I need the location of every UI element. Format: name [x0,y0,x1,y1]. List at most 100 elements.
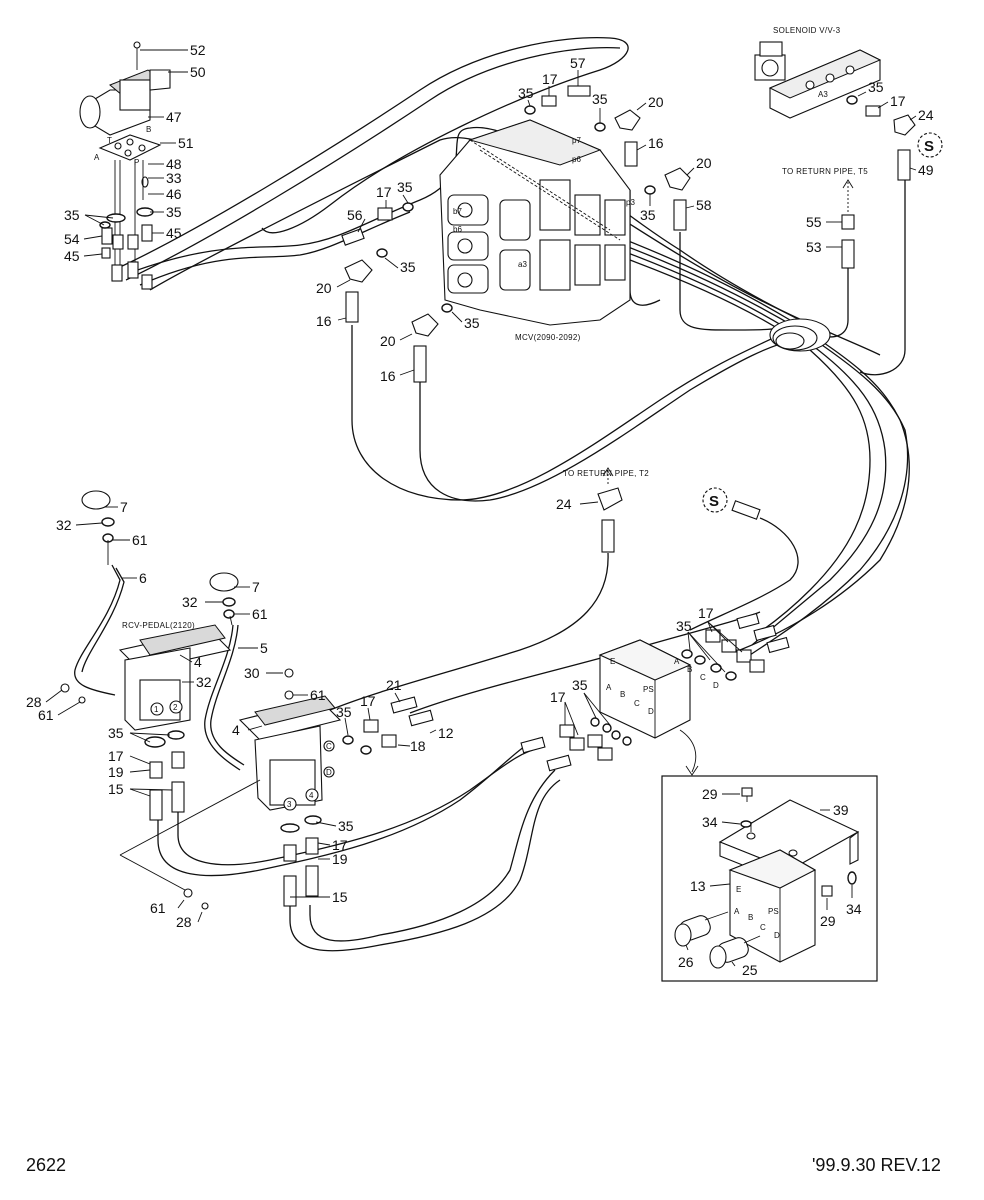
part-number: 17 [108,748,124,764]
side-port-a: A [674,657,680,666]
return-pipe-t5-label: TO RETURN PIPE, T5 [782,167,868,176]
valve-port-b: B [146,125,151,134]
pedal-port-4: 4 [309,791,314,800]
part-number: 53 [806,239,822,255]
page-number: 2622 [26,1155,67,1175]
lever-knob-right [209,572,239,626]
part-number: 34 [702,814,718,830]
part-number: 45 [64,248,80,264]
return-arrow-t5 [841,179,855,269]
connector-s-label: S [709,493,719,510]
part-number: 12 [438,725,454,741]
part-number: 61 [252,606,268,622]
part-number: 54 [64,231,80,247]
part-number: 25 [742,962,758,978]
part-number: 20 [648,94,664,110]
block-port-ps: PS [643,685,654,694]
mcv-fittings [341,85,691,383]
inset-port-b: B [748,913,753,922]
mcv-port-p3: p3 [626,198,635,207]
part-number: 24 [918,107,934,123]
part-number: 55 [806,214,822,230]
side-port-c: C [700,673,706,682]
inset-port-c: C [760,923,766,932]
pressure-switch-block: E A B PS C D A B C D [520,612,790,776]
part-number: 35 [464,315,480,331]
part-number: 49 [918,162,934,178]
mcv-port-p6: p6 [572,155,581,164]
part-number: 35 [336,704,352,720]
part-number: 5 [260,640,268,656]
block-port-e: E [610,657,615,666]
part-number: 17 [698,605,714,621]
part-number: 17 [360,693,376,709]
part-number: 35 [338,818,354,834]
valve-port-a: A [94,153,100,162]
inset-port-d: D [774,931,780,940]
side-port-b: B [687,665,692,674]
part-number: 26 [678,954,694,970]
part-number: 28 [26,694,42,710]
inset-port-ps: PS [768,907,779,916]
part-number: 48 [166,156,182,172]
part-number: 16 [380,368,396,384]
part-number: 35 [400,259,416,275]
part-number: 20 [380,333,396,349]
solenoid-port-a3: A3 [818,90,828,99]
part-number: 30 [244,665,260,681]
part-number: 28 [176,914,192,930]
part-number: 21 [386,677,402,693]
part-number: 35 [572,677,588,693]
part-number: 50 [190,64,206,80]
part-number: 18 [410,738,426,754]
revision-stamp: '99.9.30 REV.12 [812,1155,941,1175]
mcv-label: MCV(2090-2092) [515,333,581,342]
part-number: 13 [690,878,706,894]
mcv-port-a3: a3 [518,260,527,269]
part-number: 7 [252,579,260,595]
mcv-port-b6: b6 [453,225,462,234]
part-number: 17 [542,71,558,87]
part-number: 29 [702,786,718,802]
block-port-c: C [634,699,640,708]
part-number: 35 [64,207,80,223]
part-number: 33 [166,170,182,186]
part-number: 35 [518,85,534,101]
port-letters: p7 p6 p3 b7 b6 a3 A3 T B A P 1 2 3 4 C D [94,90,828,809]
pedal-port-2: 2 [173,703,178,712]
part-number: 16 [648,135,664,151]
part-number: 35 [397,179,413,195]
part-number: 51 [178,135,194,151]
side-port-d: D [713,681,719,690]
mcv-port-p7: p7 [572,136,581,145]
block-port-d: D [648,707,654,716]
part-number: 52 [190,42,206,58]
part-number: 57 [570,55,586,71]
part-number: 15 [108,781,124,797]
part-number: 35 [868,79,884,95]
part-number: 20 [696,155,712,171]
part-number: 35 [640,207,656,223]
part-number: 17 [890,93,906,109]
part-number: 35 [108,725,124,741]
diagram-labels: SOLENOID V/V-3 TO RETURN PIPE, T5 TO RET… [122,26,868,630]
pedal-port-d: D [326,768,332,777]
part-number: 47 [166,109,182,125]
part-number: 56 [347,207,363,223]
part-number: 15 [332,889,348,905]
part-number: 35 [166,204,182,220]
part-number: 45 [166,225,182,241]
part-number: 58 [696,197,712,213]
pedal-port-c: C [326,742,332,751]
part-number: 19 [332,851,348,867]
part-numbers: 52 50 47 51 48 33 46 35 35 54 45 45 35 1… [26,42,934,978]
solenoid-valve-3 [754,41,916,181]
part-number: 24 [556,496,572,512]
part-number: 35 [592,91,608,107]
part-number: 32 [182,594,198,610]
part-number: 61 [310,687,326,703]
hose-clamp [769,318,831,352]
inset-port-e: E [736,885,741,894]
connector-s-label: S [924,138,934,155]
